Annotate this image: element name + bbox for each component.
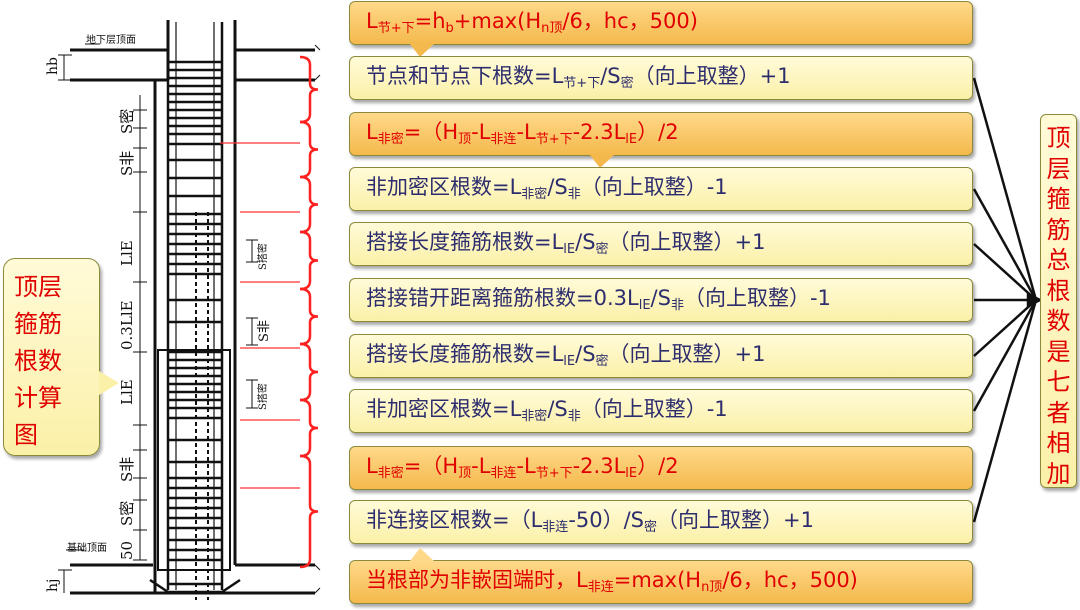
right-callout-char: 筋 bbox=[1046, 215, 1071, 244]
right-callout-char: 七 bbox=[1046, 368, 1071, 396]
box-text: 非加密区根数=L非密/S非（向上取整）-1 bbox=[366, 397, 728, 424]
s-non-mid-label: S非 bbox=[257, 320, 272, 342]
arrow-head-icon bbox=[1026, 291, 1043, 309]
right-callout-char: 根 bbox=[1046, 276, 1071, 305]
s-dense-top-label: S密 bbox=[118, 109, 136, 134]
connector-line bbox=[972, 299, 1038, 412]
count-box-lap-offset: 搭接错开距离箍筋根数=0.3LlE/S非（向上取整）-1 bbox=[349, 278, 973, 322]
brace-shape bbox=[299, 120, 319, 179]
connector-line bbox=[972, 299, 1038, 523]
s-lap-bottom-label: S搭密 bbox=[256, 383, 269, 410]
brace-shape bbox=[299, 342, 319, 402]
brace-shape bbox=[299, 230, 319, 291]
count-box-lap-length-bottom: 搭接长度箍筋根数=LlE/S密（向上取整）+1 bbox=[349, 334, 973, 378]
right-callout-char: 总 bbox=[1046, 246, 1071, 274]
left-callout-line: 根数 bbox=[14, 347, 62, 375]
brace-shape bbox=[299, 287, 319, 346]
lle-bottom-label: LlE bbox=[118, 379, 136, 405]
hb-label: hb bbox=[45, 57, 61, 75]
box-text: L节+下=hb+max(Hn顶/6，hc，500) bbox=[366, 9, 698, 36]
stirrup-lines bbox=[168, 60, 222, 586]
box-text: 搭接长度箍筋根数=LlE/S密（向上取整）+1 bbox=[366, 342, 766, 369]
connector-lines bbox=[972, 77, 1043, 523]
box-text: 当根部为非嵌固端时，L非连=max(Hn顶/6，hc，500) bbox=[366, 568, 858, 595]
formula-box-root-condition: 当根部为非嵌固端时，L非连=max(Hn顶/6，hc，500) bbox=[349, 548, 973, 604]
count-box-lap-length-top: 搭接长度箍筋根数=LlE/S密（向上取整）+1 bbox=[349, 222, 973, 266]
lle-03-label: 0.3LlE bbox=[118, 300, 136, 350]
box-text: L非密=（H顶-L非连-L节+下-2.3LlE）/2 bbox=[366, 454, 679, 481]
foundation-top-label: 基础顶面 bbox=[67, 541, 107, 554]
left-callout-line: 图 bbox=[14, 421, 38, 449]
basement-top-label: 地下层顶面 bbox=[86, 33, 136, 46]
brace-shape bbox=[299, 454, 319, 569]
right-callout-char: 相 bbox=[1046, 429, 1071, 457]
dimension-lines bbox=[58, 43, 321, 594]
dim-50-label: 50 bbox=[118, 541, 136, 560]
count-box-non-dense-top: 非加密区根数=L非密/S非（向上取整）-1 bbox=[349, 167, 973, 211]
left-callout-line: 计算 bbox=[14, 384, 62, 412]
connector-line bbox=[972, 188, 1038, 301]
s-non-top-label: S非 bbox=[118, 151, 136, 176]
brace-shape bbox=[299, 175, 319, 234]
right-callout: 顶 层 箍 筋 总 根 数 是 七 者 相 加 bbox=[1040, 114, 1077, 488]
box-text: 搭接错开距离箍筋根数=0.3LlE/S非（向上取整）-1 bbox=[366, 286, 831, 313]
right-callout-char: 加 bbox=[1046, 459, 1071, 488]
right-callout-char: 数 bbox=[1046, 307, 1071, 335]
left-callout-line: 顶层 bbox=[14, 273, 62, 301]
right-callout-char: 者 bbox=[1046, 398, 1071, 427]
s-dense-bottom-label: S密 bbox=[118, 501, 136, 526]
right-callout-char: 箍 bbox=[1046, 185, 1071, 213]
brace-shape bbox=[299, 55, 319, 124]
count-box-non-connect-zone: 非连接区根数=（L非连-50）/S密（向上取整）+1 bbox=[349, 500, 973, 544]
left-callout-line: 箍筋 bbox=[14, 310, 62, 338]
formula-box-non-dense-length-bottom: L非密=（H顶-L非连-L节+下-2.3LlE）/2 bbox=[349, 446, 973, 490]
lle-top-label: LlE bbox=[118, 240, 136, 266]
s-lap-top-label: S搭密 bbox=[256, 243, 269, 270]
count-box-non-dense-bottom: 非加密区根数=L非密/S非（向上取整）-1 bbox=[349, 389, 973, 433]
hj-label: hj bbox=[45, 579, 61, 592]
box-text: 节点和节点下根数=L节+下/S密（向上取整）+1 bbox=[366, 64, 791, 91]
connector-line bbox=[973, 299, 1037, 357]
left-callout: 顶层 箍筋 根数 计算 图 bbox=[3, 258, 119, 456]
count-box-node-stirrups: 节点和节点下根数=L节+下/S密（向上取整）+1 bbox=[349, 56, 973, 100]
box-text: 非加密区根数=L非密/S非（向上取整）-1 bbox=[366, 175, 728, 202]
red-braces bbox=[299, 55, 319, 569]
box-text: L非密=（H顶-L非连-L节+下-2.3LlE）/2 bbox=[366, 120, 679, 147]
red-leader-lines bbox=[220, 142, 300, 489]
right-callout-char: 是 bbox=[1046, 337, 1071, 366]
right-callout-char: 层 bbox=[1046, 154, 1071, 183]
longitudinal-bars bbox=[149, 22, 241, 600]
column-outline bbox=[153, 20, 237, 593]
brace-shape bbox=[299, 398, 319, 458]
connector-line bbox=[973, 243, 1037, 301]
formula-box-non-dense-length-top: L非密=（H顶-L非连-L节+下-2.3LlE）/2 bbox=[349, 112, 973, 168]
box-text: 非连接区根数=（L非连-50）/S密（向上取整）+1 bbox=[366, 508, 815, 535]
s-non-bottom-label: S非 bbox=[118, 457, 136, 482]
box-text: 搭接长度箍筋根数=LlE/S密（向上取整）+1 bbox=[366, 230, 766, 257]
connector-line bbox=[972, 77, 1038, 301]
formula-box-node-length: L节+下=hb+max(Hn顶/6，hc，500) bbox=[349, 1, 973, 57]
right-callout-char: 顶 bbox=[1046, 124, 1071, 152]
drawing-labels: 地下层顶面 基础顶面 hb hj S密 S非 LlE 0.3LlE LlE S非… bbox=[45, 33, 272, 592]
